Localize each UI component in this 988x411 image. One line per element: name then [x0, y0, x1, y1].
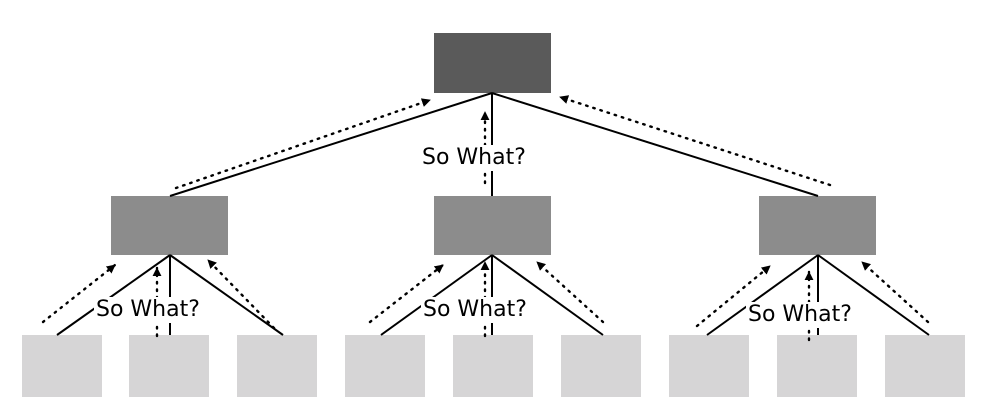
- leaf-box: [345, 335, 425, 397]
- middle-box-right: [759, 196, 876, 255]
- arrow-up-icon: [695, 264, 772, 328]
- middle-box-left: [111, 196, 228, 255]
- tree-lines-top: [169, 92, 819, 197]
- so-what-arrows: [41, 95, 930, 342]
- leaf-box: [237, 335, 317, 397]
- so-what-label-left: So What?: [94, 297, 202, 323]
- arrow-up-icon: [860, 260, 930, 324]
- middle-box-center: [434, 196, 551, 255]
- arrow-up-icon: [558, 95, 832, 187]
- leaf-box: [561, 335, 641, 397]
- leaf-box: [453, 335, 533, 397]
- so-what-label-top: So What?: [420, 145, 528, 171]
- arrow-up-icon: [368, 263, 445, 324]
- leaf-box: [22, 335, 102, 397]
- arrow-up-icon: [174, 98, 432, 190]
- arrow-up-icon: [41, 263, 117, 324]
- leaf-box: [885, 335, 965, 397]
- arrow-up-icon: [206, 258, 276, 330]
- arrow-up-icon: [535, 260, 605, 324]
- top-box: [434, 33, 551, 93]
- so-what-label-right: So What?: [746, 302, 854, 328]
- so-what-label-center: So What?: [421, 297, 529, 323]
- leaf-box: [129, 335, 209, 397]
- leaf-box: [777, 335, 857, 397]
- leaf-box: [669, 335, 749, 397]
